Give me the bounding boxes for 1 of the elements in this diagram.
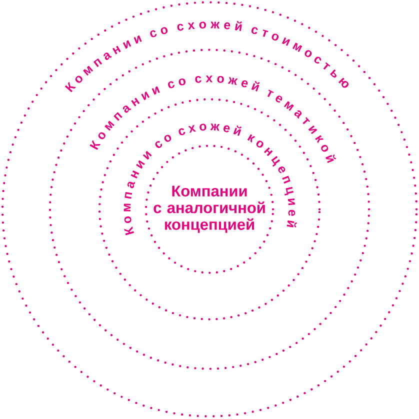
dotted-circle — [1, 1, 418, 418]
